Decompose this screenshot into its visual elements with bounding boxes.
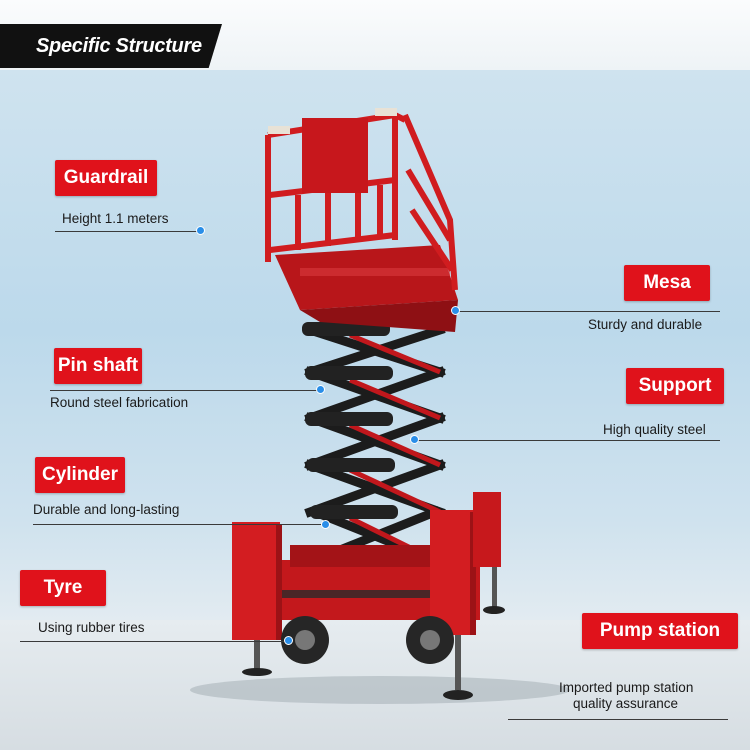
tyre-badge: Tyre (20, 570, 106, 606)
pump-station-description-line2: quality assurance (573, 696, 679, 711)
mesa-leader-dot (451, 306, 460, 315)
support-description: High quality steel (603, 422, 706, 437)
pin-shaft-badge: Pin shaft (54, 348, 142, 384)
rear-outrigger (473, 492, 505, 614)
pin-shaft-leader-dot (316, 385, 325, 394)
title-banner: Specific Structure (0, 24, 222, 68)
guardrail-leader-line (55, 231, 201, 232)
guardrail (265, 111, 458, 291)
left-outrigger (232, 522, 282, 676)
guardrail-panel (302, 118, 368, 193)
page-title: Specific Structure (36, 34, 202, 57)
tyre-leader-line (20, 641, 288, 642)
support-badge: Support (626, 368, 724, 404)
guardrail-leader-dot (196, 226, 205, 235)
cylinder-badge: Cylinder (35, 457, 125, 493)
pump-station-housing (430, 510, 476, 700)
pin-shafts (302, 322, 398, 519)
support-leader-line (414, 440, 720, 441)
cylinder-leader-dot (321, 520, 330, 529)
cylinder-description: Durable and long-lasting (33, 502, 180, 517)
mesa-description: Sturdy and durable (588, 317, 703, 332)
pin-shaft-description: Round steel fabrication (50, 395, 189, 410)
tyre-description: Using rubber tires (38, 620, 145, 635)
guardrail-badge: Guardrail (55, 160, 157, 196)
machine-shadow (190, 676, 570, 704)
pump-station-description-line1: Imported pump station (559, 680, 694, 695)
guardrail-pad (375, 108, 397, 116)
cylinder-leader-line (33, 524, 327, 525)
guardrail-pad (268, 126, 290, 134)
pump-station-leader-line (508, 719, 728, 720)
tyres (281, 616, 454, 664)
mesa-leader-line (455, 311, 720, 312)
guardrail-description: Height 1.1 meters (62, 211, 169, 226)
mesa-badge: Mesa (624, 265, 710, 301)
support-leader-dot (410, 435, 419, 444)
platform (275, 245, 458, 332)
tyre-leader-dot (284, 636, 293, 645)
pin-shaft-leader-line (50, 390, 322, 391)
pump-station-badge: Pump station (582, 613, 738, 649)
